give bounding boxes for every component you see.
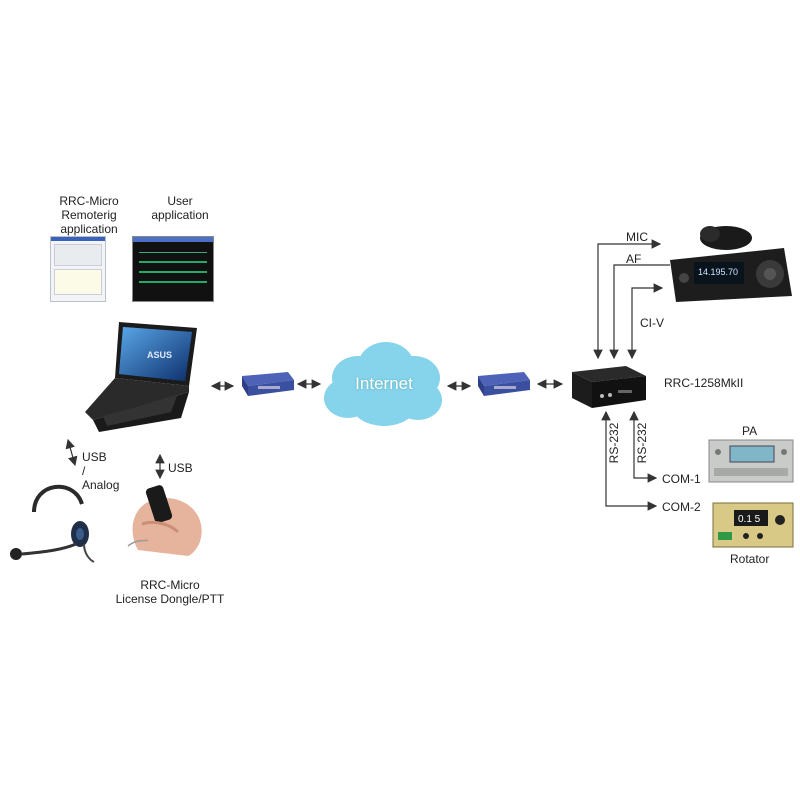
com2-line [601, 410, 658, 511]
router-icon-local [238, 368, 296, 398]
af-label: AF [626, 252, 642, 266]
radio-frequency-text: 14.195.70 [698, 267, 738, 277]
civ-line [627, 283, 664, 360]
dongle-ptt-photo [118, 480, 212, 560]
headset-icon [4, 472, 102, 564]
rotator-display-text: 0.1 5 [738, 514, 761, 525]
radio-transceiver: 14.195.70 [666, 218, 798, 304]
laptop-icon: ASUS [85, 320, 205, 440]
usb-analog-label: USB / Analog [82, 450, 120, 492]
power-amplifier [708, 438, 794, 484]
internet-cloud: Internet [318, 338, 450, 430]
af-line [609, 264, 670, 360]
rotator-controller: 0.1 5 [712, 502, 794, 548]
rrc-unit-label: RRC-1258MkII [664, 376, 744, 390]
remoterig-app-screenshot [50, 236, 106, 302]
usb-label: USB [168, 461, 193, 475]
remoterig-app-label: RRC-Micro Remoterig application [59, 194, 119, 236]
user-app-label: User application [151, 194, 209, 222]
pa-label: PA [742, 424, 758, 438]
civ-label: CI-V [640, 316, 664, 330]
com1-label: COM-1 [662, 472, 701, 486]
rs232-label-com2: RS-232 [607, 422, 621, 464]
dongle-label: RRC-Micro License Dongle/PTT [115, 578, 225, 606]
router-icon-remote [474, 368, 532, 398]
user-app-screenshot [132, 236, 214, 302]
mic-line [593, 239, 662, 360]
rotator-label: Rotator [730, 552, 770, 566]
rrc-1258mkii-unit [566, 362, 650, 412]
laptop-brand-text: ASUS [147, 350, 172, 360]
internet-label: Internet [355, 374, 413, 393]
com2-label: COM-2 [662, 500, 701, 514]
rs232-label-com1: RS-232 [635, 422, 649, 464]
headset-usb-arrow [65, 438, 78, 467]
mic-label: MIC [626, 230, 648, 244]
